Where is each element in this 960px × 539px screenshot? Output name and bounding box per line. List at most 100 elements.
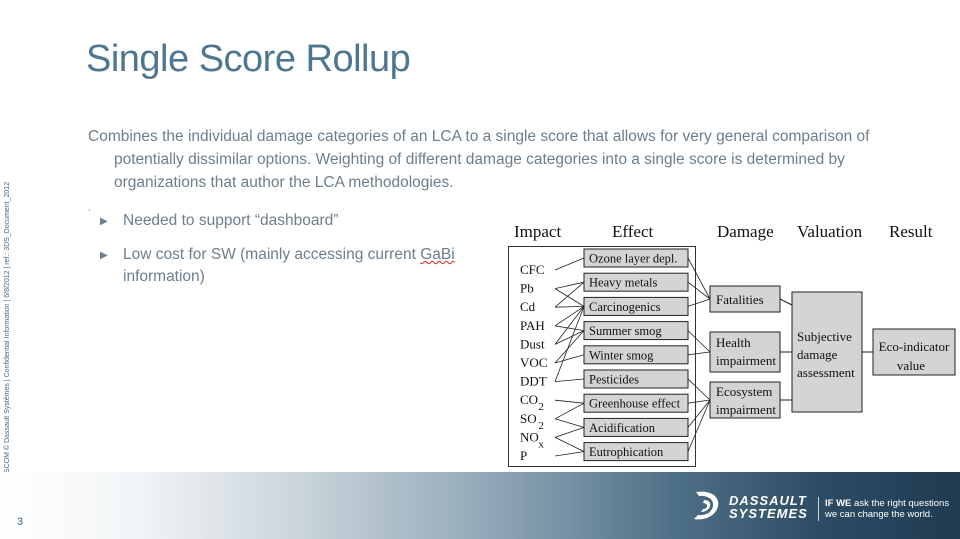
link-impact-effect (554, 306, 585, 308)
tagline-text: we can change the world. (825, 509, 933, 520)
link-impact-effect (554, 402, 585, 420)
impact-subscript: 2 (538, 420, 544, 432)
link-effect-damage (687, 399, 711, 452)
stray-tick-mark: ` (88, 209, 92, 220)
valuation-label: assessment (797, 365, 855, 380)
link-effect-damage (687, 298, 711, 307)
effect-label: Summer smog (589, 324, 662, 338)
link-impact-effect (554, 306, 585, 382)
header-impact: Impact (514, 222, 561, 241)
header-effect: Effect (612, 222, 653, 241)
damage-box-fatalities: Fatalities (709, 285, 781, 313)
tagline: IF WE ask the right questions we can cha… (825, 498, 949, 520)
effect-box: Pesticides (583, 369, 689, 389)
effect-label: Heavy metals (589, 276, 658, 290)
link-impact-effect (554, 437, 585, 452)
bullet-item: ▶ Low cost for SW (mainly accessing curr… (100, 244, 460, 288)
bullet-list: ▶ Needed to support “dashboard” ▶ Low co… (100, 210, 460, 300)
impact-label: CFC (520, 262, 545, 277)
bullet-text: Low cost for SW (mainly accessing curren… (123, 246, 421, 263)
page-number: 3 (17, 516, 24, 528)
brand-name: DASSAULT SYSTEMES (729, 494, 808, 520)
link-impact-effect (554, 451, 585, 457)
effect-box: Ozone layer depl. (583, 248, 689, 268)
effect-box: Eutrophication (583, 442, 689, 462)
link-impact-effect (554, 427, 585, 438)
impact-label: SO (520, 411, 537, 426)
damage-label: Health (716, 335, 751, 350)
header-result: Result (889, 222, 933, 241)
impact-subscript: 2 (538, 401, 544, 413)
damage-box-ecosystem: Ecosystem impairment (709, 381, 781, 419)
link-impact-effect (554, 325, 585, 331)
effect-box: Winter smog (583, 345, 689, 365)
tagline-bold: IF WE (825, 498, 852, 509)
link-impact-effect (554, 330, 585, 364)
impact-label: PAH (520, 318, 545, 333)
link-impact-effect (554, 281, 585, 289)
result-label: Eco-indicator (879, 339, 950, 354)
tagline-text: ask the right questions (851, 498, 950, 509)
link-impact-effect (554, 354, 585, 364)
effect-label: Carcinogenics (589, 300, 661, 314)
link-impact-effect (554, 418, 585, 428)
result-box: Eco-indicator value (872, 328, 956, 376)
link-effect-damage (687, 399, 711, 428)
link-impact-effect (554, 257, 585, 271)
damage-label: Fatalities (716, 292, 764, 307)
damage-label: impairment (716, 402, 776, 417)
link-effect-damage (687, 351, 711, 356)
header-valuation: Valuation (797, 222, 863, 241)
link-impact-effect (554, 378, 585, 382)
link-impact-effect (554, 288, 585, 307)
damage-label: impairment (716, 353, 776, 368)
effect-box: Carcinogenics (583, 296, 689, 316)
effect-label: Acidification (589, 421, 656, 435)
impact-label: VOC (520, 355, 547, 370)
valuation-label: Subjective (797, 329, 852, 344)
effect-label: Greenhouse effect (589, 397, 681, 411)
impact-label: Pb (520, 281, 534, 296)
brand-line: SYSTEMES (729, 506, 808, 521)
link-impact-effect (554, 281, 585, 308)
impact-list-box (508, 246, 696, 467)
footer-band (0, 472, 960, 539)
impact-label: CO (520, 392, 538, 407)
link-effect-damage (687, 330, 711, 353)
damage-label: Ecosystem (716, 384, 772, 399)
bullet-text-misspelled: GaBi (420, 246, 455, 263)
link-effect-damage (687, 378, 711, 401)
effect-box: Heavy metals (583, 272, 689, 292)
impact-label: DDT (520, 374, 547, 389)
effect-label: Ozone layer depl. (589, 252, 678, 266)
header-damage: Damage (717, 222, 774, 241)
impact-label: Cd (520, 299, 536, 314)
bullet-item: ▶ Needed to support “dashboard” (100, 210, 460, 232)
bullet-text: Needed to support “dashboard” (123, 212, 339, 229)
bullet-text: information) (123, 268, 205, 285)
link-effect-damage (687, 257, 711, 300)
result-label: value (897, 358, 925, 373)
link-effect-damage (687, 399, 711, 404)
link-impact-effect (554, 306, 585, 327)
impact-label: NO (520, 429, 539, 444)
triangle-bullet-icon: ▶ (100, 216, 108, 227)
effect-label: Winter smog (589, 348, 654, 362)
intro-paragraph: Combines the individual damage categorie… (88, 128, 870, 191)
logo-separator (818, 497, 819, 521)
impact-label: Dust (520, 336, 545, 351)
page-title: Single Score Rollup (86, 38, 411, 80)
impact-label: P (520, 448, 527, 463)
link-impact-effect (554, 306, 585, 345)
effect-label: Pesticides (589, 373, 639, 387)
valuation-label: damage (797, 347, 838, 362)
ds-logo-icon (694, 491, 719, 520)
link-impact-effect (554, 399, 585, 404)
link-effect-damage (687, 281, 711, 300)
impact-subscript: x (538, 438, 544, 450)
brand-line: DASSAULT (729, 493, 807, 508)
effect-box: Acidification (583, 417, 689, 437)
link-impact-effect (554, 330, 585, 345)
triangle-bullet-icon: ▶ (100, 250, 108, 261)
